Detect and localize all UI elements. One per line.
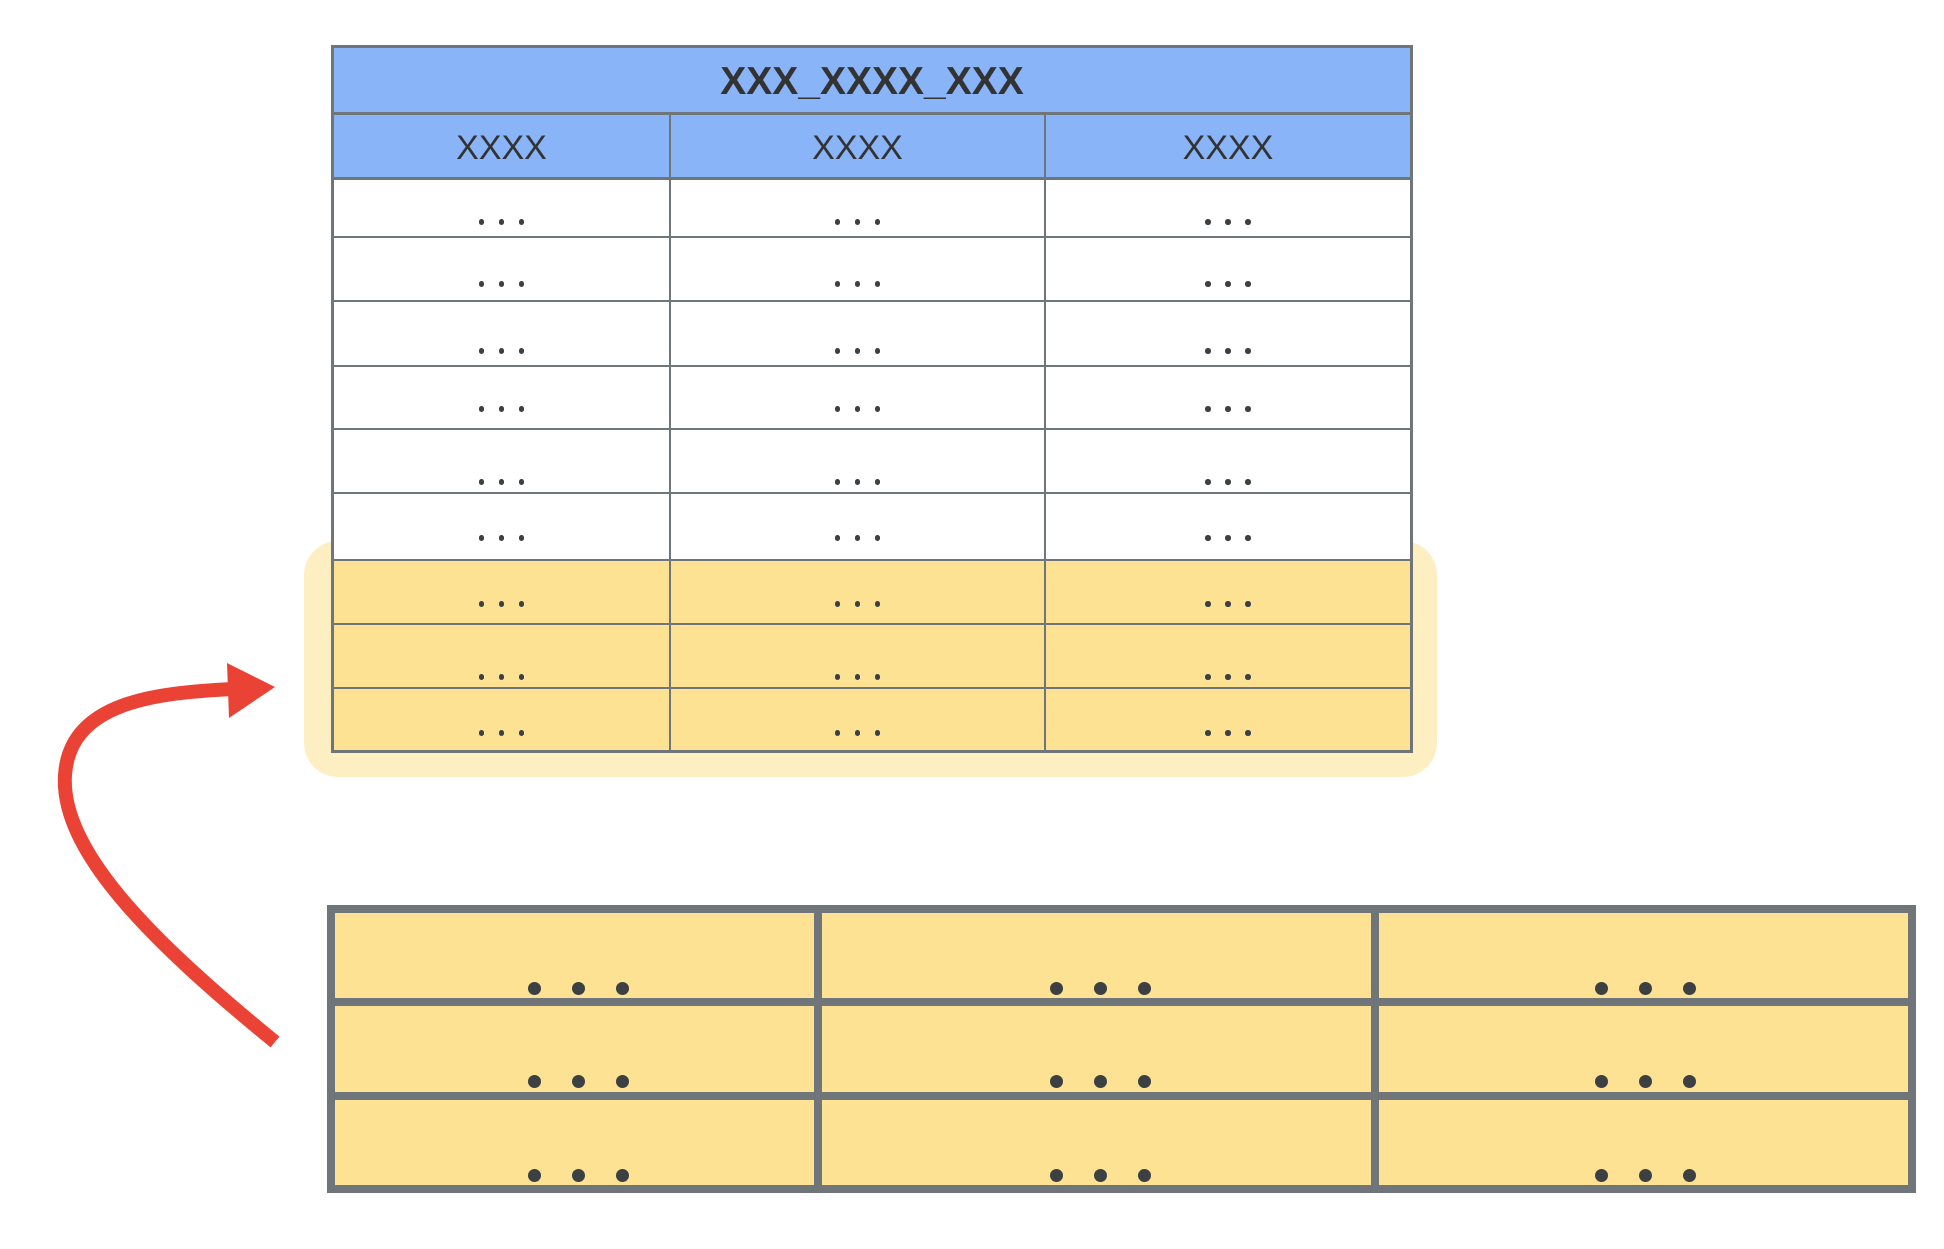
ellipsis-icon [1050, 1075, 1151, 1089]
table-cell [334, 432, 669, 494]
ellipsis-icon [1205, 219, 1251, 225]
ellipsis-icon [834, 281, 881, 287]
row-divider [334, 687, 1410, 689]
column-header: XXXX [1182, 129, 1274, 167]
ellipsis-icon [834, 479, 881, 485]
table-cell [334, 304, 669, 367]
ellipsis-icon [478, 535, 525, 541]
table-row [334, 432, 1410, 494]
ellipsis-icon [1595, 1075, 1696, 1089]
table-cell [1046, 624, 1410, 688]
column-divider [1044, 115, 1046, 750]
ellipsis-icon [478, 348, 525, 354]
table-title: XXX_XXXX_XXX [334, 48, 1410, 115]
table-cell [334, 176, 669, 238]
ellipsis-icon [478, 730, 525, 736]
row-divider [335, 998, 1908, 1006]
table-cell [334, 561, 669, 624]
ellipsis-icon [1595, 1169, 1696, 1183]
table-cell [671, 688, 1044, 750]
row-divider [334, 365, 1410, 367]
ellipsis-icon [1050, 982, 1151, 996]
table-cell [671, 240, 1044, 302]
ellipsis-icon [1595, 982, 1696, 996]
column-header: XXXX [456, 129, 547, 167]
column-header-row: XXXX XXXX XXXX [334, 115, 1410, 180]
table-cell [1046, 432, 1410, 494]
ellipsis-icon [1205, 730, 1251, 736]
row-divider [334, 492, 1410, 494]
ellipsis-icon [1205, 406, 1251, 412]
ellipsis-icon [528, 1075, 629, 1089]
table-cell [1046, 176, 1410, 238]
table-cell [671, 496, 1044, 561]
ellipsis-icon [1205, 535, 1251, 541]
row-divider [334, 300, 1410, 302]
table-cell [671, 561, 1044, 624]
ellipsis-icon [834, 730, 881, 736]
extracted-rows-table [327, 905, 1916, 1193]
ellipsis-icon [478, 219, 525, 225]
table-cell [334, 369, 669, 430]
source-table: XXX_XXXX_XXX XXXX XXXX XXXX [331, 45, 1413, 753]
table-cell [1046, 688, 1410, 750]
column-divider [1371, 913, 1379, 1185]
ellipsis-icon [1205, 281, 1251, 287]
table-cell [671, 176, 1044, 238]
table-cell [671, 304, 1044, 367]
table-cell [1046, 496, 1410, 561]
table-row [334, 304, 1410, 367]
ellipsis-icon [528, 982, 629, 996]
row-divider [334, 428, 1410, 430]
table-row [334, 176, 1410, 238]
table-row [334, 240, 1410, 302]
table-cell [334, 688, 669, 750]
table-cell [671, 369, 1044, 430]
ellipsis-icon [1050, 1169, 1151, 1183]
ellipsis-icon [834, 348, 881, 354]
ellipsis-icon [478, 674, 525, 680]
table-cell [1046, 369, 1410, 430]
row-divider [334, 623, 1410, 625]
row-divider [334, 236, 1410, 238]
table-row [334, 369, 1410, 430]
ellipsis-icon [1205, 601, 1251, 607]
table-cell [334, 496, 669, 561]
ellipsis-icon [528, 1169, 629, 1183]
row-divider [335, 1092, 1908, 1100]
ellipsis-icon [478, 601, 525, 607]
table-row-highlighted [334, 624, 1410, 688]
table-cell [1046, 561, 1410, 624]
table-row [334, 496, 1410, 561]
table-cell [1046, 240, 1410, 302]
table-row-highlighted [334, 561, 1410, 624]
column-divider [669, 115, 671, 750]
ellipsis-icon [478, 281, 525, 287]
table-cell [1046, 304, 1410, 367]
ellipsis-icon [478, 406, 525, 412]
column-divider [814, 913, 822, 1185]
row-divider [334, 559, 1410, 561]
table-cell [671, 432, 1044, 494]
ellipsis-icon [1205, 348, 1251, 354]
table-cell [671, 624, 1044, 688]
column-header: XXXX [812, 129, 903, 167]
ellipsis-icon [834, 406, 881, 412]
ellipsis-icon [834, 219, 881, 225]
ellipsis-icon [1205, 674, 1251, 680]
ellipsis-icon [834, 674, 881, 680]
table-row-highlighted [334, 688, 1410, 750]
table-cell [334, 624, 669, 688]
ellipsis-icon [834, 601, 881, 607]
ellipsis-icon [834, 535, 881, 541]
ellipsis-icon [478, 479, 525, 485]
table-cell [334, 240, 669, 302]
ellipsis-icon [1205, 479, 1251, 485]
